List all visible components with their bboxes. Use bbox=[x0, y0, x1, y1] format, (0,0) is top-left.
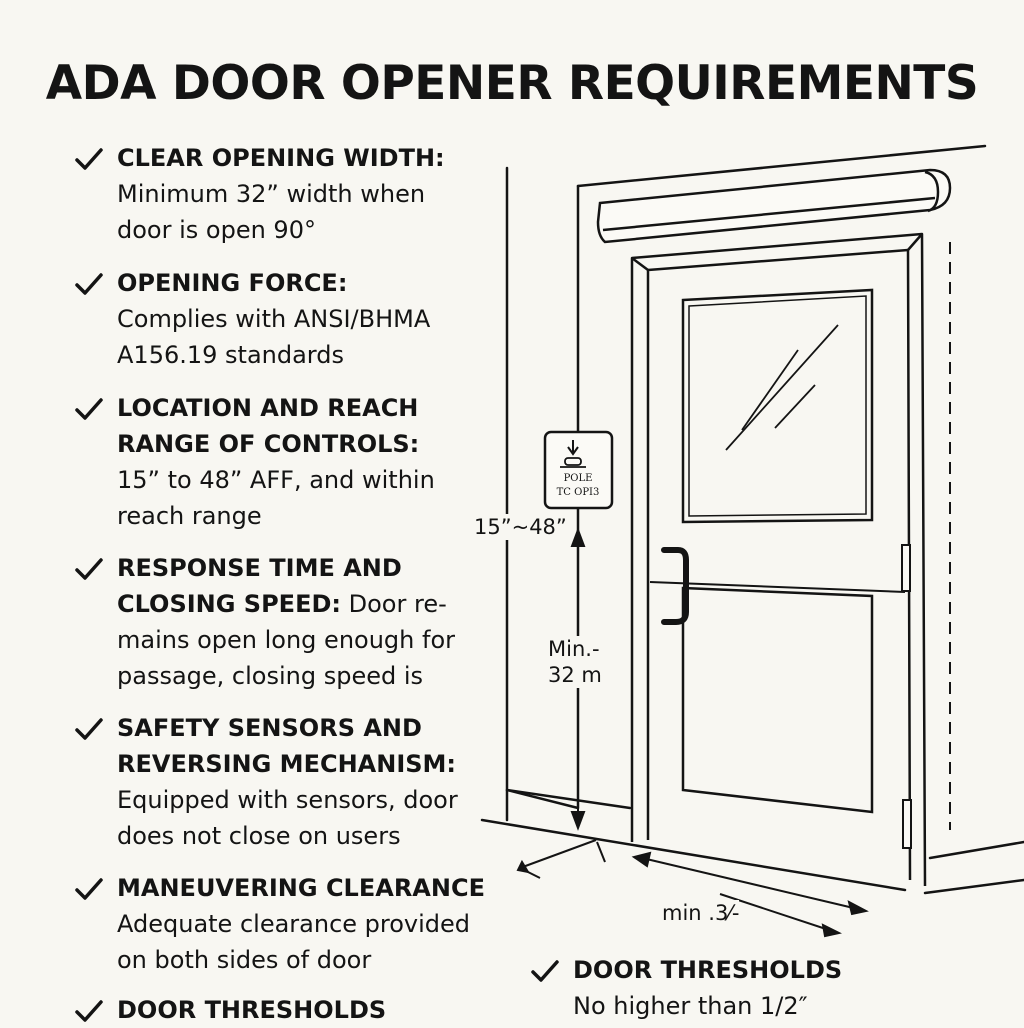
requirement-heading: DOOR THRESHOLDS bbox=[117, 996, 387, 1024]
page-title: ADA DOOR OPENER REQUIREMENTS bbox=[45, 56, 979, 111]
requirement-heading: MANEUVERING CLEARANCE bbox=[117, 874, 485, 902]
floor-line bbox=[480, 818, 907, 892]
requirement-detail: Minimum 32” width when door is open 90° bbox=[117, 180, 426, 244]
push-button-icon bbox=[543, 430, 614, 510]
min-width-label: Min.- bbox=[548, 636, 600, 662]
floor-line-right bbox=[923, 878, 1024, 895]
check-icon bbox=[75, 878, 103, 900]
check-icon bbox=[75, 1000, 103, 1022]
requirement-heading: RESPONSE TIME AND CLOSING SPEED: bbox=[117, 554, 402, 618]
door-lower-panel bbox=[681, 586, 874, 814]
floor-dimension-arrows bbox=[516, 839, 869, 938]
check-icon bbox=[75, 148, 103, 170]
requirement-location-reach-range: LOCATION AND REACH RANGE OF CONTROLS: 15”… bbox=[74, 390, 514, 534]
door-operator bbox=[596, 168, 952, 244]
floor-clearance-label: min .3⁄- bbox=[662, 900, 740, 926]
requirement-detail: Adequate clearance provided on both side… bbox=[117, 910, 471, 974]
door-handle bbox=[661, 547, 689, 625]
callout-detail: No higher than 1/2″ bbox=[573, 992, 808, 1020]
push-button-label: TC OPI3 bbox=[556, 487, 600, 498]
requirement-clear-opening-width: CLEAR OPENING WIDTH: Minimum 32” width w… bbox=[74, 140, 514, 248]
requirement-heading: CLEAR OPENING WIDTH: bbox=[117, 144, 445, 172]
baseboard-line-right bbox=[928, 840, 1024, 860]
requirement-detail: Complies with ANSI/BHMA A156.19 standard… bbox=[117, 305, 431, 369]
door-frame-outer bbox=[630, 232, 927, 887]
requirement-safety-sensors: SAFETY SENSORS AND REVERSING MECHANISM: E… bbox=[74, 710, 514, 854]
callout-heading: DOOR THRESHOLDS bbox=[573, 956, 843, 984]
requirement-maneuvering-clearance: MANEUVERING CLEARANCE Adequate clearance … bbox=[74, 870, 514, 978]
min-width-label: 32 m bbox=[548, 662, 602, 688]
door-window bbox=[681, 288, 874, 524]
requirement-opening-force: OPENING FORCE: Complies with ANSI/BHMA A1… bbox=[74, 265, 514, 373]
requirement-detail: 15” to 48” AFF, and within reach range bbox=[117, 466, 435, 530]
requirement-detail: Equipped with sensors, door does not clo… bbox=[117, 786, 458, 850]
requirement-heading: SAFETY SENSORS AND REVERSING MECHANISM: bbox=[117, 714, 457, 778]
check-icon bbox=[75, 558, 103, 580]
hinge bbox=[901, 544, 911, 592]
check-icon bbox=[531, 960, 559, 982]
wall-top-line bbox=[576, 144, 987, 188]
check-icon bbox=[75, 273, 103, 295]
push-button-label: POLE bbox=[563, 473, 593, 484]
check-icon bbox=[75, 398, 103, 420]
callout-door-thresholds: DOOR THRESHOLDS No higher than 1/2″ bbox=[530, 952, 970, 1024]
height-range-label: 15”~48” bbox=[474, 514, 567, 540]
check-icon bbox=[75, 718, 103, 740]
requirement-heading: LOCATION AND REACH RANGE OF CONTROLS: bbox=[117, 394, 420, 458]
requirement-door-thresholds: DOOR THRESHOLDS bbox=[74, 992, 514, 1028]
requirement-response-time: RESPONSE TIME AND CLOSING SPEED: Door re… bbox=[74, 550, 514, 694]
requirement-detail: Door re-mains open long enough for passa… bbox=[117, 590, 455, 690]
requirement-heading: OPENING FORCE: bbox=[117, 269, 348, 297]
hinge bbox=[902, 799, 912, 849]
baseboard-line bbox=[505, 788, 632, 810]
